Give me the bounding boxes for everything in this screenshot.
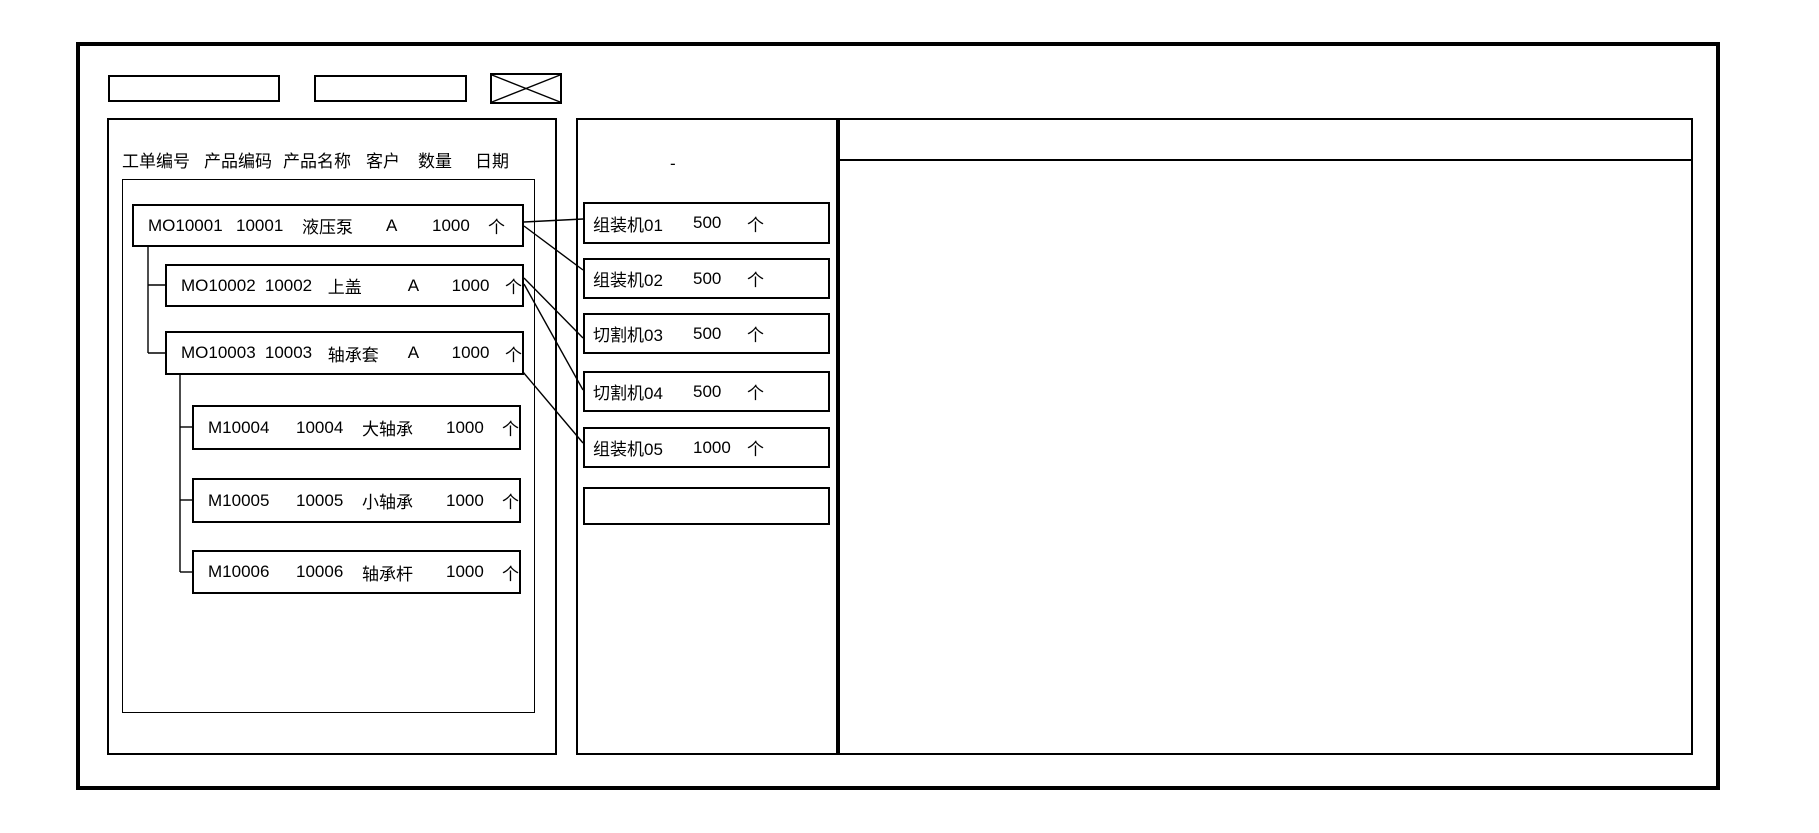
machine-box-empty[interactable] (583, 487, 830, 525)
machine-box-05[interactable]: 组装机05 1000 个 (583, 427, 830, 468)
toolbar-input-2[interactable] (314, 75, 467, 102)
column-header-date: 日期 (475, 152, 509, 171)
machine-box-02[interactable]: 组装机02 500 个 (583, 258, 830, 299)
product-name: 轴承杆 (362, 564, 413, 584)
machine-unit: 个 (747, 271, 764, 290)
quantity: 1000 (446, 562, 484, 581)
work-order-panel: 工单编号 产品编码 产品名称 客户 数量 日期 MO10001 10001 液压… (107, 118, 557, 755)
work-order-node-mo10002[interactable]: MO10002 10002 上盖 A 1000 个 (165, 264, 524, 307)
machine-unit: 个 (747, 326, 764, 345)
quantity: 1000 (432, 215, 470, 235)
machine-box-04[interactable]: 切割机04 500 个 (583, 371, 830, 412)
machine-unit: 个 (747, 384, 764, 403)
detail-panel-header-row (840, 120, 1691, 161)
machine-qty: 500 (693, 268, 722, 288)
product-name: 小轴承 (362, 493, 413, 512)
machine-name: 组装机02 (593, 271, 663, 290)
product-code: 10006 (296, 562, 344, 581)
machine-qty: 500 (693, 381, 722, 401)
order-id: MO10002 (181, 275, 256, 295)
x-placeholder-icon[interactable] (490, 73, 562, 104)
x-cross-lines (492, 75, 560, 102)
work-order-node-mo10003[interactable]: MO10003 10003 轴承套 A 1000 个 (165, 331, 524, 375)
unit: 个 (502, 493, 519, 512)
column-header-product-code: 产品编码 (204, 152, 272, 171)
unit: 个 (488, 218, 505, 237)
detail-panel (838, 118, 1693, 755)
order-id: M10006 (208, 562, 270, 581)
machine-name: 组装机01 (593, 215, 663, 235)
unit: 个 (504, 278, 522, 297)
machine-qty: 1000 (693, 437, 731, 457)
order-tree-container (122, 179, 535, 713)
machine-box-01[interactable]: 组装机01 500 个 (583, 202, 830, 244)
column-header-customer: 客户 (366, 152, 400, 171)
product-name: 液压泵 (302, 218, 353, 237)
quantity: 1000 (451, 343, 490, 362)
machine-qty: 500 (693, 323, 722, 343)
quantity: 1000 (446, 490, 484, 510)
work-order-node-m10005[interactable]: M10005 10005 小轴承 1000 个 (192, 478, 521, 523)
product-code: 10005 (296, 490, 344, 510)
machine-qty: 500 (693, 213, 722, 232)
order-id: MO10003 (181, 343, 256, 362)
customer: A (386, 215, 398, 235)
unit: 个 (502, 564, 519, 584)
column-header-work-order-no: 工单编号 (122, 152, 190, 171)
column-header-quantity: 数量 (418, 152, 452, 171)
app-window-frame: 工单编号 产品编码 产品名称 客户 数量 日期 MO10001 10001 液压… (76, 42, 1720, 790)
unit: 个 (504, 345, 522, 365)
panel-note-dash: - (670, 154, 676, 173)
column-header-product-name: 产品名称 (283, 152, 351, 171)
product-code: 10004 (296, 417, 344, 437)
work-order-node-m10006[interactable]: M10006 10006 轴承杆 1000 个 (192, 550, 521, 594)
work-order-node-mo10001[interactable]: MO10001 10001 液压泵 A 1000 个 (132, 204, 524, 247)
machine-unit: 个 (747, 215, 764, 235)
order-id: M10005 (208, 490, 270, 510)
quantity: 1000 (446, 417, 484, 437)
machine-panel: - 组装机01 500 个 组装机02 500 个 切割机03 500 个 切割… (576, 118, 838, 755)
product-name: 上盖 (327, 278, 362, 297)
machine-unit: 个 (747, 440, 764, 459)
machine-box-03[interactable]: 切割机03 500 个 (583, 313, 830, 354)
quantity: 1000 (451, 275, 490, 295)
order-id: M10004 (208, 417, 270, 437)
product-code: 10003 (264, 343, 313, 362)
order-id: MO10001 (148, 215, 223, 235)
machine-name: 切割机04 (593, 384, 663, 403)
unit: 个 (502, 420, 519, 439)
product-name: 大轴承 (362, 420, 413, 439)
toolbar-input-1[interactable] (108, 75, 280, 102)
customer: A (407, 275, 420, 295)
machine-name: 组装机05 (593, 440, 663, 459)
product-name: 轴承套 (327, 345, 379, 365)
work-order-node-m10004[interactable]: M10004 10004 大轴承 1000 个 (192, 405, 521, 450)
product-code: 10001 (236, 215, 284, 235)
product-code: 10002 (264, 275, 313, 295)
machine-name: 切割机03 (593, 326, 663, 345)
customer: A (407, 343, 420, 362)
